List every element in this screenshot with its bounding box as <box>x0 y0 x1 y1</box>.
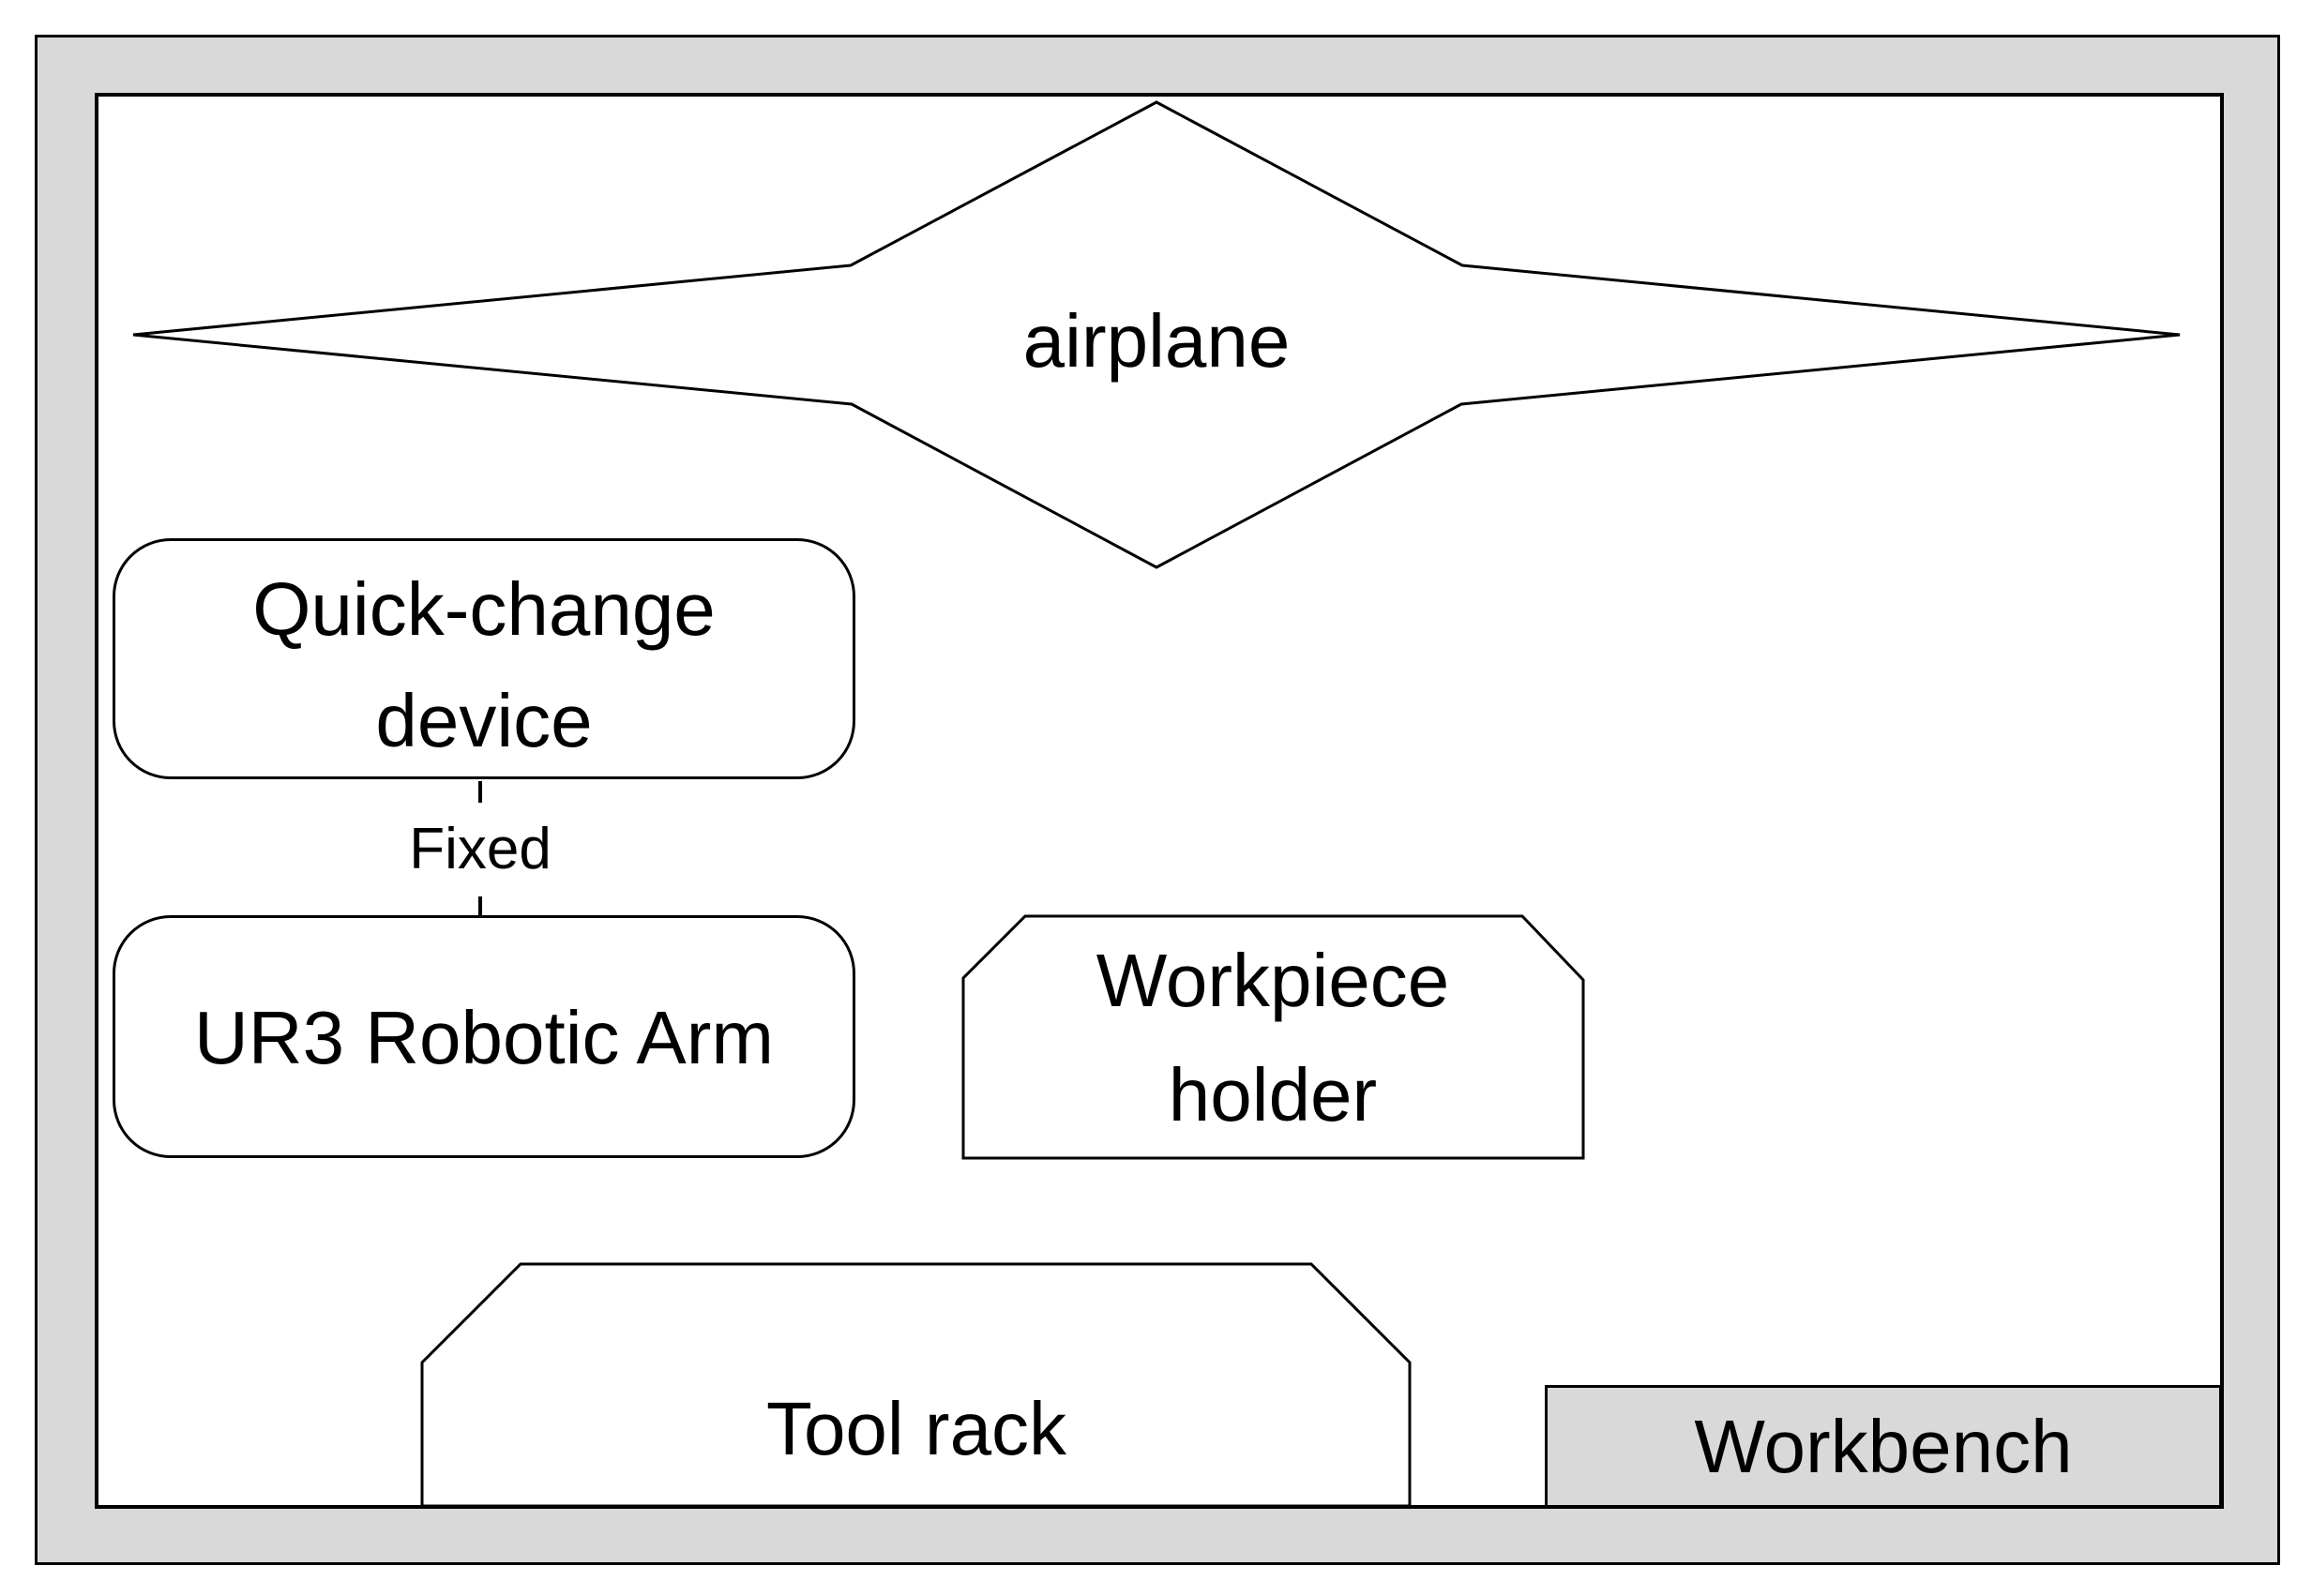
ur3-robotic-arm-label: UR3 Robotic Arm <box>194 996 774 1079</box>
workbench-label: Workbench <box>1694 1405 2073 1488</box>
quick-change-device-label-line1: Quick-change <box>252 567 716 651</box>
workpiece-holder-label-line2: holder <box>1168 1053 1378 1137</box>
ur3-robotic-arm-box <box>113 915 855 1158</box>
fixed-connector-dash-upper <box>478 781 482 803</box>
tool-rack-label: Tool rack <box>765 1387 1067 1470</box>
workpiece-holder-shape <box>961 914 1585 1160</box>
fixed-connector-label: Fixed <box>403 821 557 879</box>
workpiece-holder-label-line1: Workpiece <box>1096 939 1450 1022</box>
airplane-label: airplane <box>1022 299 1291 383</box>
workbench-box <box>1545 1385 2222 1508</box>
quick-change-device-box <box>113 538 855 779</box>
quick-change-device-label-line2: device <box>375 679 593 762</box>
tool-rack-shape <box>420 1262 1412 1508</box>
fixed-connector-dash-lower <box>478 896 482 917</box>
airplane-shape <box>132 100 2181 569</box>
